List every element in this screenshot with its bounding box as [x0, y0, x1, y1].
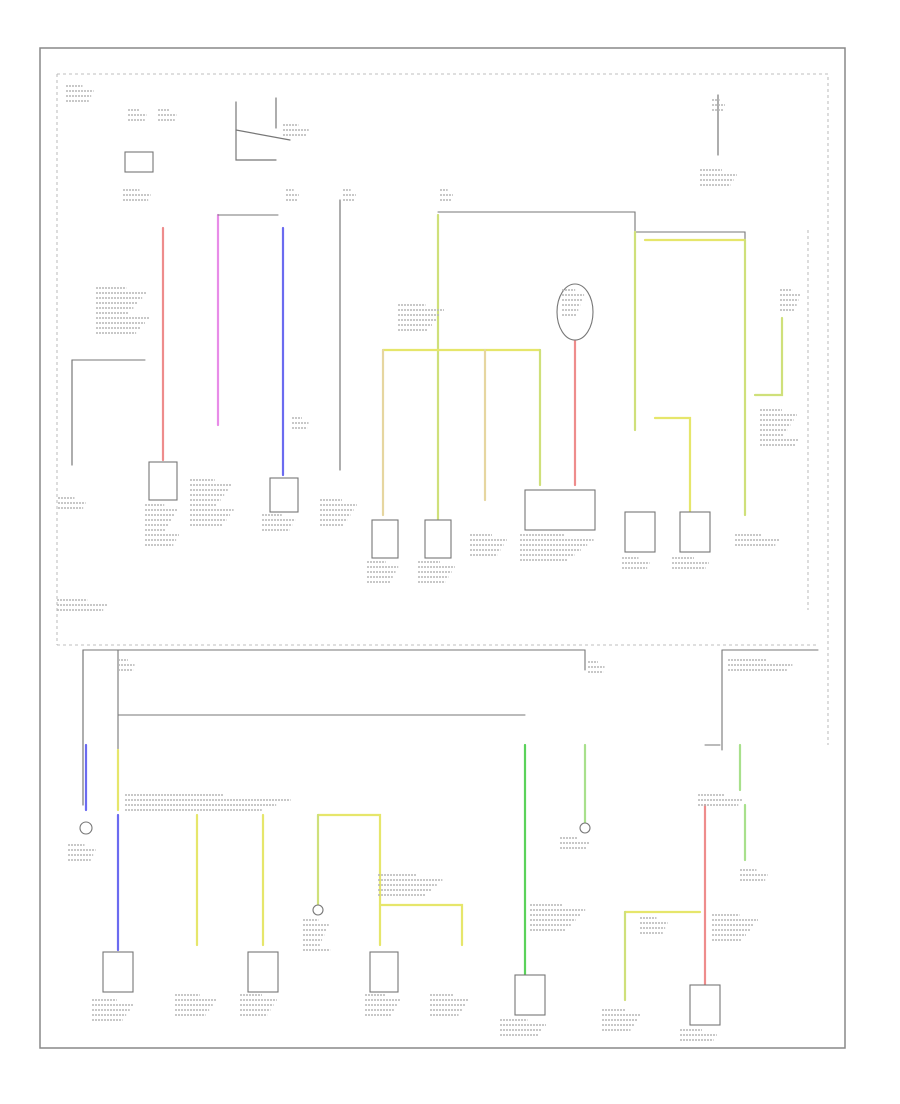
- bottom-box-5: [689, 984, 721, 1026]
- bottom-circle-1: [79, 821, 93, 835]
- text-block-b-yellow: [640, 917, 668, 934]
- component-layer: [79, 151, 721, 1026]
- text-block-fuse-2: [158, 109, 177, 121]
- component-box-1: [148, 461, 178, 501]
- bottom-box-1: [102, 951, 134, 993]
- yellow-branch: [653, 416, 692, 517]
- text-block-b-bus-label: [125, 794, 291, 811]
- fuse-box-outline: [57, 73, 829, 745]
- text-block-top-left: [66, 85, 94, 102]
- text-block-b-fuse-1: [118, 659, 135, 671]
- component-box-6: [624, 511, 656, 553]
- yg-right: [753, 316, 784, 397]
- text-block-b-lg: [560, 837, 590, 849]
- text-block-right-note: [760, 409, 799, 446]
- component-box-7: [679, 511, 711, 553]
- text-blocks-layer: [57, 85, 801, 1041]
- text-block-below-3: [262, 514, 296, 531]
- text-block-fuse-1: [128, 109, 147, 121]
- text-block-fuse-5: [440, 189, 453, 201]
- text-block-oval: [562, 289, 585, 316]
- component-box-4: [424, 519, 452, 559]
- bottom-box-4: [514, 974, 546, 1016]
- bottom-box-2: [247, 951, 279, 993]
- text-block-b-box-4: [365, 994, 400, 1016]
- bottom-top-bus: [82, 649, 586, 671]
- switch-wire: [235, 101, 277, 161]
- switch-contact: [235, 129, 291, 141]
- text-block-section-label: [57, 599, 108, 611]
- text-block-b-box-8: [680, 1029, 717, 1041]
- text-block-below-2: [145, 504, 179, 546]
- text-block-b-box-7: [602, 1009, 641, 1031]
- text-block-below-10: [672, 557, 709, 569]
- bottom-yellow-bus: [316, 813, 382, 947]
- text-block-b-right-3: [740, 869, 768, 881]
- component-oval: [556, 283, 594, 341]
- text-block-b-box-5: [430, 994, 469, 1016]
- text-block-b-left: [68, 844, 96, 861]
- text-block-below-6: [418, 561, 455, 583]
- text-block-left-comp: [58, 497, 86, 509]
- text-block-switch: [283, 124, 309, 136]
- text-block-blue-note: [292, 417, 309, 429]
- text-block-right: [780, 289, 801, 311]
- bottom-circle-3: [579, 822, 591, 834]
- text-block-top-right: [700, 169, 737, 186]
- text-block-below-1: [190, 479, 234, 526]
- component-box-2: [269, 477, 299, 513]
- text-block-fuse-3: [286, 189, 299, 201]
- bottom-box-3: [369, 951, 399, 993]
- text-block-below-4: [320, 499, 357, 526]
- text-block-b-mid: [378, 874, 443, 896]
- text-block-below-9: [622, 557, 650, 569]
- text-block-below-7: [470, 534, 507, 556]
- component-top: [124, 151, 154, 173]
- text-block-b-green: [530, 904, 586, 931]
- bottom-circle-2: [312, 904, 324, 916]
- component-box-3: [371, 519, 399, 559]
- diagram-border: [39, 47, 846, 1049]
- text-block-b-box-2: [175, 994, 217, 1016]
- text-block-b-circle: [303, 919, 331, 951]
- text-block-b-red: [712, 914, 758, 941]
- component-box-5: [524, 489, 596, 531]
- text-block-b-box-1: [92, 999, 134, 1021]
- bottom-yellow-branch: [378, 903, 464, 947]
- text-block-fuse-6: [712, 99, 725, 111]
- text-block-below-8: [520, 534, 594, 561]
- text-block-mid-note: [398, 304, 444, 331]
- text-block-relay: [123, 189, 151, 201]
- text-block-b-box-3: [240, 994, 277, 1016]
- text-block-below-11: [735, 534, 780, 546]
- text-block-b-box-6: [500, 1019, 546, 1036]
- text-block-b-right: [728, 659, 793, 671]
- text-block-below-5: [367, 561, 399, 583]
- text-block-red-note: [96, 287, 150, 334]
- wire-layer: [71, 94, 819, 1002]
- text-block-fuse-4: [343, 189, 356, 201]
- text-block-b-right-2: [698, 794, 743, 806]
- text-block-b-fuse-2: [588, 661, 605, 673]
